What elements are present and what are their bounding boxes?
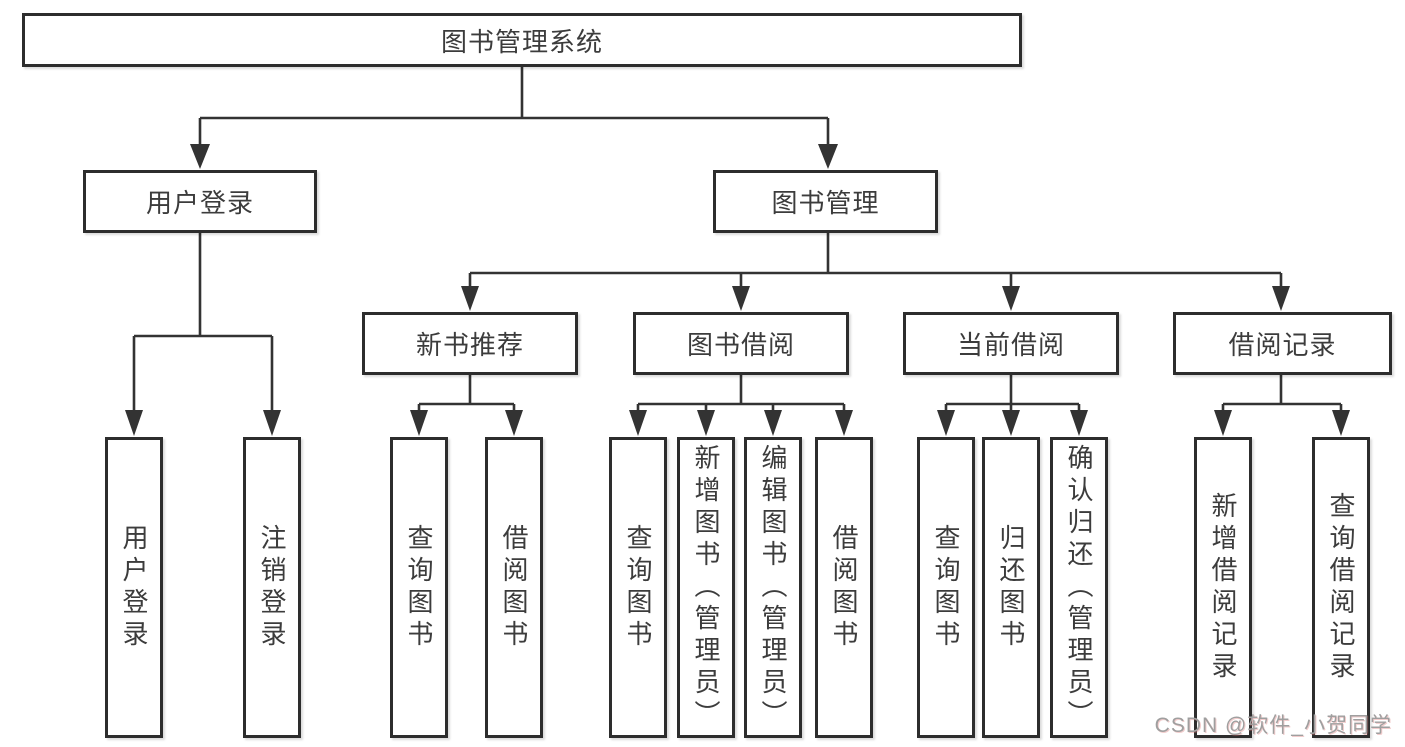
leaf-label: 新增借阅记录: [1208, 491, 1238, 684]
node-current-borrowing: 当前借阅: [903, 312, 1119, 375]
node-new-book-recommendation: 新书推荐: [362, 312, 578, 375]
node-label: 用户登录: [145, 188, 254, 218]
arrow-down-icon: [1002, 286, 1020, 311]
arrow-down-icon: [505, 410, 523, 436]
leaf-label: 新增图书（管理员）: [691, 443, 721, 732]
leaf-logout: 注销登录: [243, 437, 301, 738]
leaf-label: 用户登录: [119, 523, 149, 652]
arrow-down-icon: [263, 410, 281, 436]
leaf-label: 编辑图书（管理员）: [758, 443, 788, 732]
leaf-user-login: 用户登录: [105, 437, 163, 738]
arrow-down-icon: [835, 410, 853, 436]
arrow-down-icon: [732, 286, 750, 311]
node-user-login: 用户登录: [83, 170, 317, 233]
arrow-down-icon: [1070, 410, 1088, 436]
connector-borrowing-records-to-leaves: [1214, 375, 1350, 436]
leaf-return-books: 归还图书: [982, 437, 1040, 738]
arrow-down-icon: [461, 286, 479, 311]
arrow-down-icon: [697, 410, 715, 436]
arrow-down-icon: [764, 410, 782, 436]
node-borrowing-records: 借阅记录: [1173, 312, 1392, 375]
leaf-add-books-admin: 新增图书（管理员）: [677, 437, 735, 738]
leaf-query-books-recommend: 查询图书: [390, 437, 448, 738]
leaf-borrow-books: 借阅图书: [815, 437, 873, 738]
node-book-management: 图书管理: [713, 170, 938, 233]
connector-current-borrowing-to-leaves: [937, 375, 1088, 436]
node-label: 当前借阅: [956, 330, 1065, 360]
connector-book-borrowing-to-leaves: [629, 375, 853, 436]
arrow-down-icon: [818, 144, 838, 169]
arrow-down-icon: [1332, 410, 1350, 436]
node-label: 借阅记录: [1228, 330, 1337, 360]
node-label: 图书管理系统: [440, 26, 603, 57]
leaf-label: 借阅图书: [499, 523, 529, 652]
arrow-down-icon: [410, 410, 428, 436]
leaf-label: 查询图书: [931, 523, 961, 652]
leaf-label: 借阅图书: [829, 523, 859, 652]
leaf-query-books-borrowing: 查询图书: [609, 437, 667, 738]
leaf-label: 查询借阅记录: [1326, 491, 1356, 684]
leaf-query-books-current: 查询图书: [917, 437, 975, 738]
arrow-down-icon: [1002, 410, 1020, 436]
connector-book-management-to-level3: [461, 233, 1290, 311]
arrow-down-icon: [190, 144, 210, 169]
node-label: 图书管理: [771, 188, 880, 218]
node-label: 图书借阅: [686, 330, 795, 360]
leaf-label: 查询图书: [404, 523, 434, 652]
connector-new-book-recommendation-to-leaves: [410, 375, 523, 436]
leaf-borrow-books-recommend: 借阅图书: [485, 437, 543, 738]
arrow-down-icon: [1214, 410, 1232, 436]
leaf-label: 确认归还（管理员）: [1064, 443, 1094, 732]
leaf-edit-books-admin: 编辑图书（管理员）: [744, 437, 802, 738]
leaf-add-borrow-record: 新增借阅记录: [1194, 437, 1252, 738]
leaf-query-borrow-record: 查询借阅记录: [1312, 437, 1370, 738]
node-label: 新书推荐: [415, 330, 524, 360]
arrow-down-icon: [125, 410, 143, 436]
arrow-down-icon: [1272, 286, 1290, 311]
leaf-confirm-return-admin: 确认归还（管理员）: [1050, 437, 1108, 738]
arrow-down-icon: [629, 410, 647, 436]
connector-user-login-to-leaves: [125, 233, 281, 436]
leaf-label: 归还图书: [996, 523, 1026, 652]
arrow-down-icon: [937, 410, 955, 436]
node-book-borrowing: 图书借阅: [633, 312, 849, 375]
connector-root-to-level2: [190, 67, 838, 169]
leaf-label: 注销登录: [257, 523, 287, 652]
node-library-management-system: 图书管理系统: [22, 13, 1022, 67]
leaf-label: 查询图书: [623, 523, 653, 652]
csdn-watermark: CSDN @软件_小贺同学: [1154, 714, 1392, 737]
